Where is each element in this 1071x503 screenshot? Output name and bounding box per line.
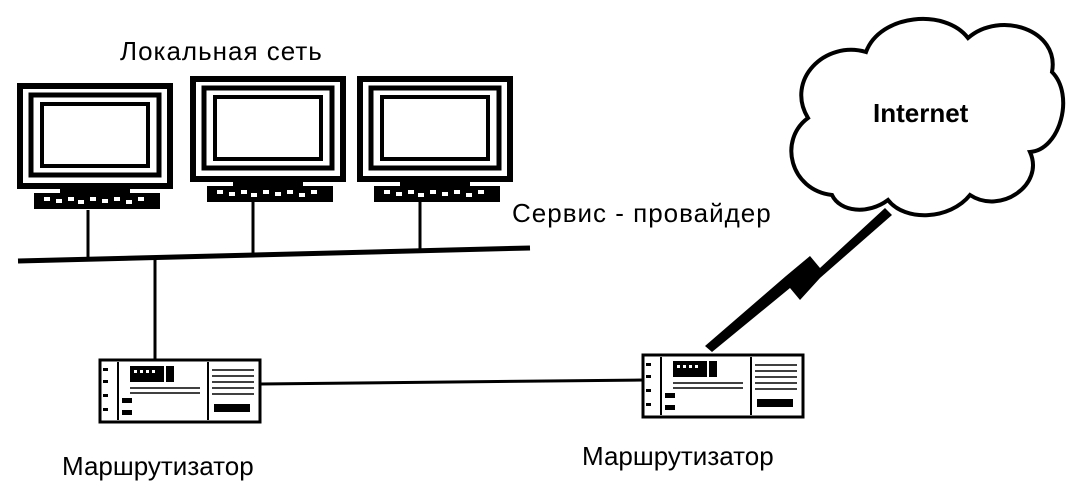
internet-label: Internet <box>873 98 969 128</box>
wireless-link-icon <box>705 208 892 352</box>
router-link <box>259 378 644 386</box>
computer-icon <box>20 86 170 209</box>
router-icon-right <box>641 353 805 419</box>
router-icon-left <box>98 358 262 424</box>
lan-label: Локальная сеть <box>120 36 323 66</box>
router-label-left: Маршрутизатор <box>62 451 254 481</box>
lan-bus <box>17 245 531 264</box>
computer-icon <box>360 79 510 202</box>
router-label-right: Маршрутизатор <box>582 441 774 471</box>
provider-label: Сервис - провайдер <box>512 198 772 228</box>
internet-cloud-icon <box>789 16 1066 218</box>
computer-icon <box>193 79 343 202</box>
lan-drops <box>86 202 422 258</box>
